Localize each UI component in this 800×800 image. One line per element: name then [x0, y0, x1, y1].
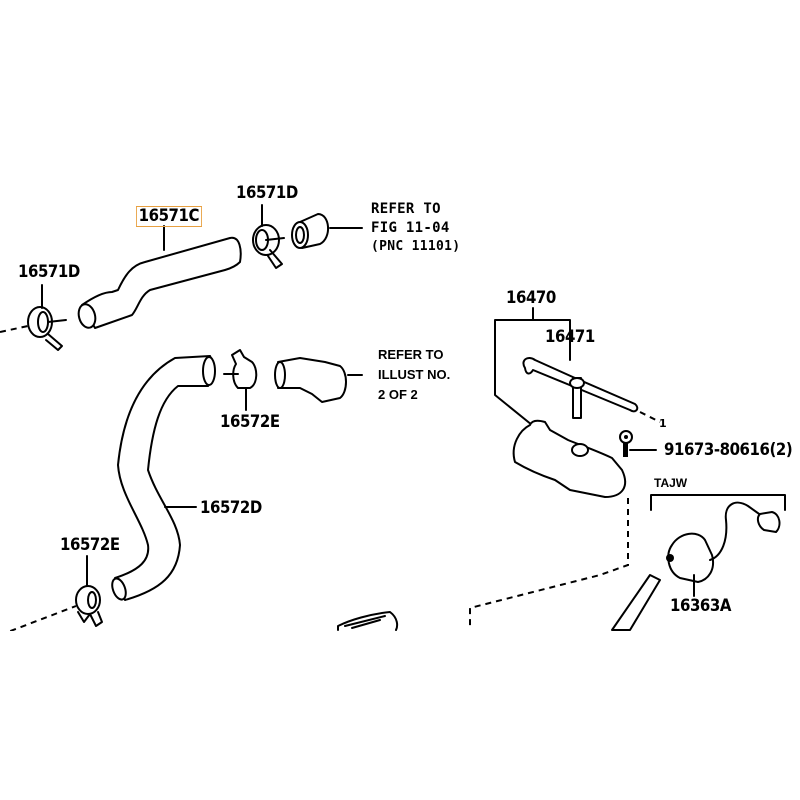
- part-label-91673-80616[interactable]: 91673-80616(2): [664, 440, 793, 460]
- part-label-16572e-lower[interactable]: 16572E: [60, 535, 120, 555]
- part-label-16363a[interactable]: 16363A: [670, 596, 731, 616]
- upper-hose-drawing: [77, 225, 242, 329]
- part-label-16471[interactable]: 16471: [545, 327, 595, 347]
- refer-illust-line3: 2 OF 2: [378, 387, 418, 402]
- lower-hose-drawing: [111, 355, 216, 601]
- clamp-lower-top-drawing: [223, 349, 258, 411]
- refer-fig-line3: (PNC 11101): [371, 239, 461, 254]
- part-label-16572d[interactable]: 16572D: [200, 498, 262, 518]
- part-label-16470[interactable]: 16470: [506, 288, 556, 308]
- clamp-lower-bottom-drawing: [0, 555, 103, 636]
- reserve-tank-drawing: [494, 307, 661, 498]
- callout-symbol: 1: [659, 417, 667, 430]
- refer-illust-line2: ILLUST NO.: [378, 367, 451, 382]
- variant-code-label: TAJW: [654, 476, 688, 490]
- refer-illust-line1: REFER TO: [378, 347, 444, 362]
- clamp-upper-left-drawing: [0, 284, 67, 351]
- part-label-16572e-upper[interactable]: 16572E: [220, 412, 280, 432]
- bolt-drawing: [619, 430, 657, 457]
- part-label-16571c[interactable]: 16571C: [136, 206, 202, 227]
- water-outlet-drawing: [274, 357, 363, 403]
- refer-fig-line2: FIG 11-04: [371, 220, 450, 236]
- part-label-16571d-upper[interactable]: 16571D: [236, 183, 298, 203]
- pipe-stub-upper: [291, 213, 363, 249]
- refer-fig-line1: REFER TO: [371, 201, 441, 217]
- part-label-16571d-left[interactable]: 16571D: [18, 262, 80, 282]
- clamp-upper-right-drawing: [252, 204, 285, 269]
- radiator-partial-drawing: [337, 574, 661, 631]
- fan-motor-drawing: [650, 494, 786, 597]
